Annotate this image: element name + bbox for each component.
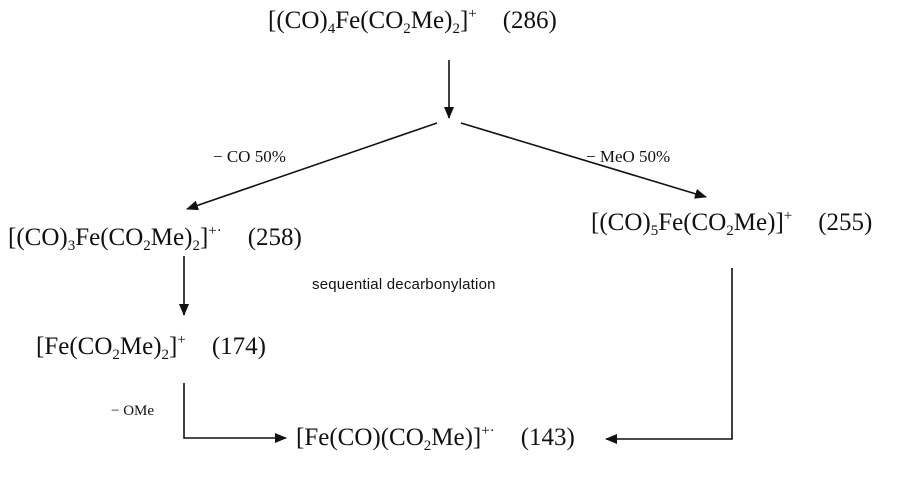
arrow-to-loss-co [186, 122, 438, 211]
species-decarbonylated: [Fe(CO2Me)2]+(174) [36, 332, 266, 363]
note-sequential-decarbonylation: sequential decarbonylation [312, 276, 496, 293]
species-loss-co: [(CO)3Fe(CO2Me)2]+·(258) [8, 223, 302, 254]
mz-value: (174) [211, 333, 266, 360]
species-final: [Fe(CO)(CO2Me)]+·(143) [296, 423, 575, 454]
mz-value: (255) [818, 209, 873, 236]
label-loss-ome: − OMe [111, 403, 155, 419]
mz-value: (286) [502, 7, 557, 34]
label-loss-co: − CO 50% [213, 147, 286, 166]
mz-value: (143) [520, 424, 575, 451]
arrow-loss-meo-to-final [605, 268, 733, 444]
label-loss-meo: − MeO 50% [586, 147, 671, 166]
mz-value: (258) [247, 224, 302, 251]
arrow-decarbonylated-to-final [183, 383, 287, 443]
species-parent: [(CO)4Fe(CO2Me)2]+(286) [268, 6, 557, 37]
species-loss-meo: [(CO)5Fe(CO2Me)]+(255) [591, 208, 873, 239]
arrow-to-loss-meo [460, 122, 707, 199]
